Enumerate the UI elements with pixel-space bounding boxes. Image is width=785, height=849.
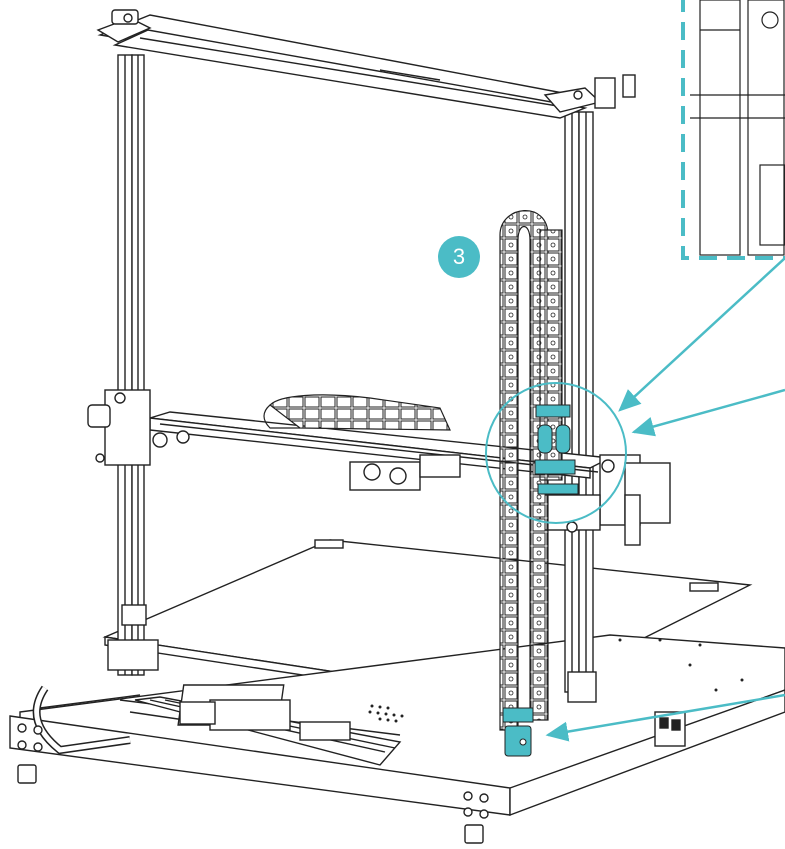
left-upright xyxy=(107,54,159,676)
right-upright xyxy=(564,111,597,703)
highlighted-brackets xyxy=(502,404,579,757)
step-number-badge: 3 xyxy=(438,236,480,278)
callout-arrows xyxy=(545,257,785,742)
top-gantry xyxy=(96,9,636,119)
chain-bracket-circle xyxy=(485,382,627,524)
x-drag-chain xyxy=(263,394,451,431)
arrow-to-lower-bracket xyxy=(631,388,785,437)
inset-dashed-frame xyxy=(681,0,785,260)
arrow-to-upper-bracket xyxy=(618,257,785,412)
x-gantry xyxy=(87,389,671,546)
arrow-to-base-bracket xyxy=(545,693,785,742)
